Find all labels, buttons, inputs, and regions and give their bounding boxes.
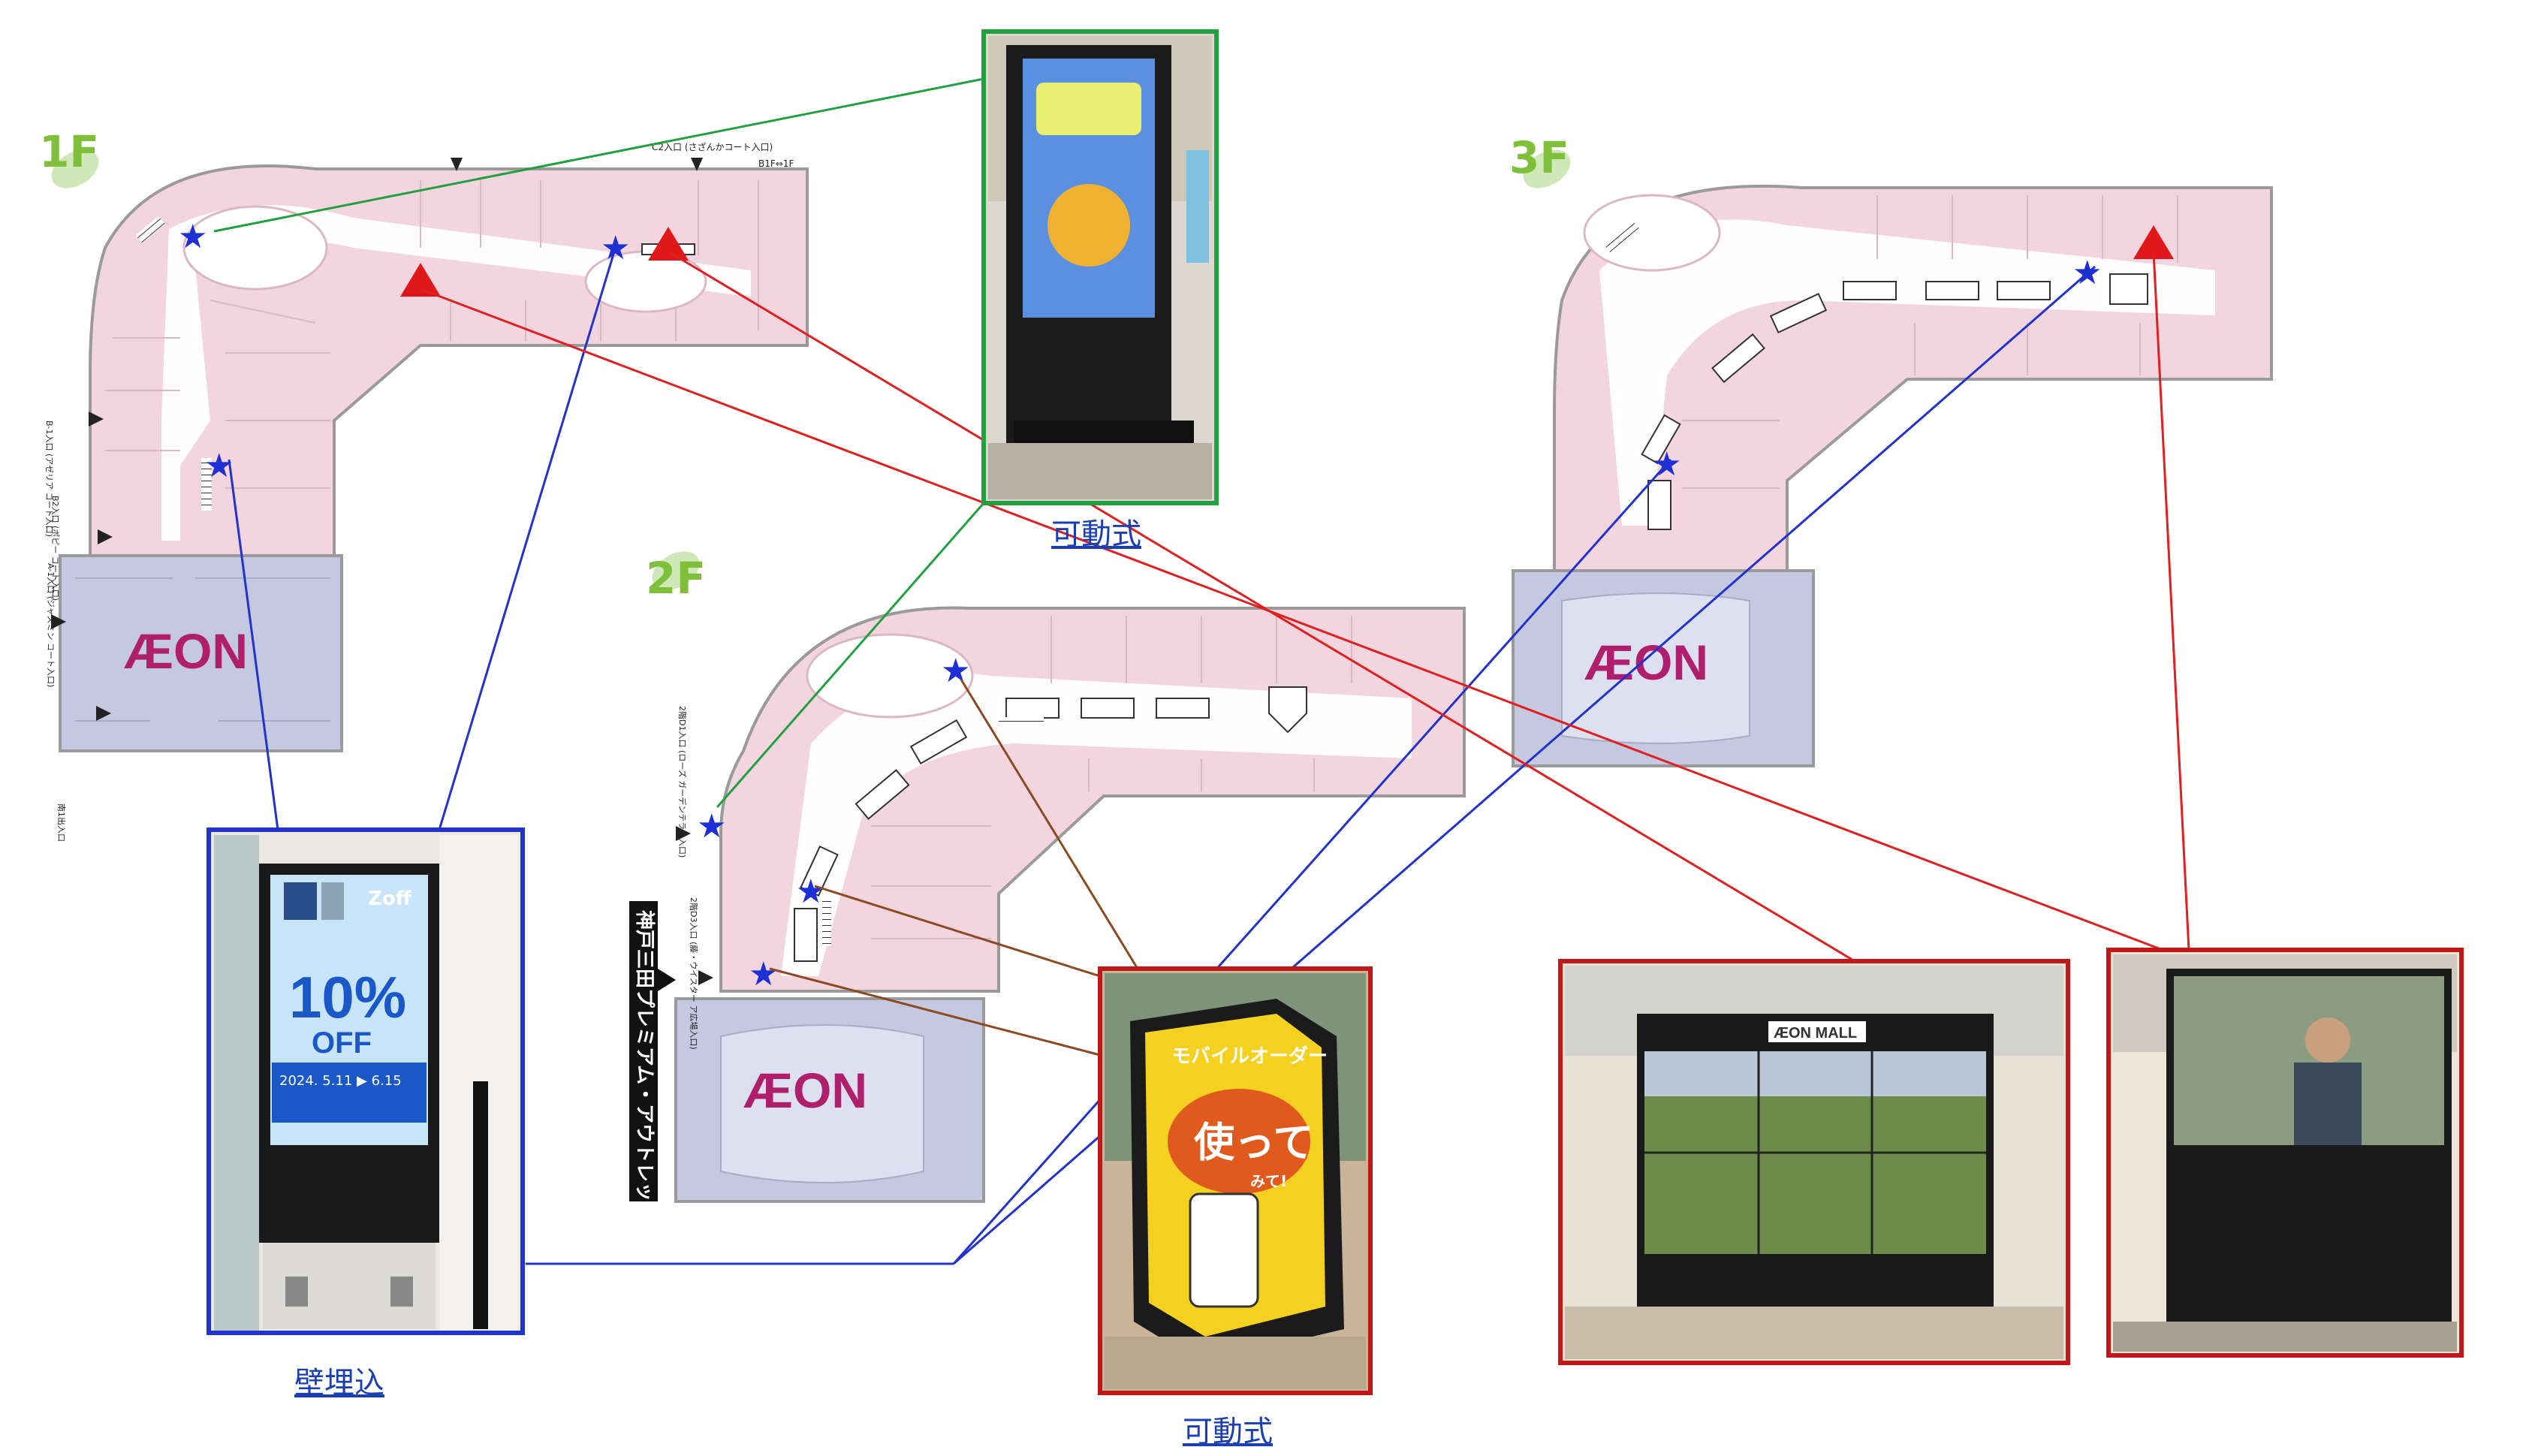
floor-1f-label: 1F (39, 126, 99, 177)
photo-video-wall: ÆON MALL (1558, 959, 2070, 1365)
entrance-label-b1: B-1入口 (アゼリア コート入口) (44, 421, 54, 537)
floor-2f-label: 2F (646, 553, 706, 604)
videowall-brand-text: ÆON MALL (1774, 1025, 1857, 1042)
entrance-label-b2: B2入口 (ポピー コート入口) (50, 496, 60, 601)
zoff-brand-text: Zoff (368, 888, 412, 910)
entrance-label-d1: 2階D1入口 (ローズ ガーデンテラス入口) (677, 706, 688, 858)
photo-wall-embedded: Zoff 10% OFF 2024. 5.11 ▶ 6.15 (206, 827, 525, 1335)
caption-movable-top[interactable]: 可動式 (1051, 517, 1141, 552)
marker-triangle-1f-b (648, 227, 689, 261)
kiosk-small-text: みて! (1250, 1172, 1287, 1190)
anchor-store-label-2f: ÆON (743, 1063, 867, 1118)
marker-star-2f-a: ★ (697, 807, 726, 846)
marker-triangle-3f (2133, 225, 2174, 259)
caption-wall-embedded[interactable]: 壁埋込 (294, 1366, 384, 1400)
outlet-walkway-sign: 神戸三田プレミアム・アウトレット連絡通路 (633, 910, 656, 1300)
entrance-label-d3: 2階D3入口 (藤・ウイスター ア広場入口) (689, 897, 699, 1050)
marker-star-2f-d: ★ (749, 955, 778, 993)
photo-large-display (2106, 948, 2464, 1358)
entrance-label-a1: A-1入口 (ジャスミン コート入口) (46, 563, 56, 687)
caption-movable-bottom[interactable]: 可動式 (1183, 1415, 1273, 1449)
zoff-discount-text: 10% (289, 964, 406, 1030)
floor-1f-map: 1F ÆON (39, 126, 809, 842)
marker-triangle-1f-a (400, 263, 441, 297)
marker-star-2f-c: ★ (796, 873, 825, 911)
photo-movable-top (981, 29, 1219, 505)
zoff-off-text: OFF (312, 1026, 372, 1060)
anchor-store-label-1f: ÆON (124, 623, 248, 679)
photo-movable-bottom: モバイルオーダー 使って みて! (1098, 966, 1373, 1395)
floor-3f-label: 3F (1509, 132, 1569, 183)
entrance-label-c2: C2入口 (さざんかコート入口) (652, 141, 773, 152)
entrance-label-b1f: B1F⇔1F (758, 158, 794, 169)
entrance-label-south: 南1出入口 (56, 803, 67, 842)
floor-2f-map: 2F ÆON 神戸三田プレミアム・アウトレット連絡通路 (629, 551, 1466, 1300)
marker-star-1f-a: ★ (178, 218, 207, 256)
anchor-store-label-3f: ÆON (1584, 635, 1708, 690)
marker-star-2f-b: ★ (941, 652, 970, 690)
kiosk-headline-text: モバイルオーダー (1171, 1045, 1328, 1068)
zoff-dates-text: 2024. 5.11 ▶ 6.15 (279, 1073, 402, 1089)
floor-3f-map: 3F ÆON ★ ★ (1509, 132, 2273, 767)
kiosk-big-text: 使って (1194, 1119, 1313, 1166)
